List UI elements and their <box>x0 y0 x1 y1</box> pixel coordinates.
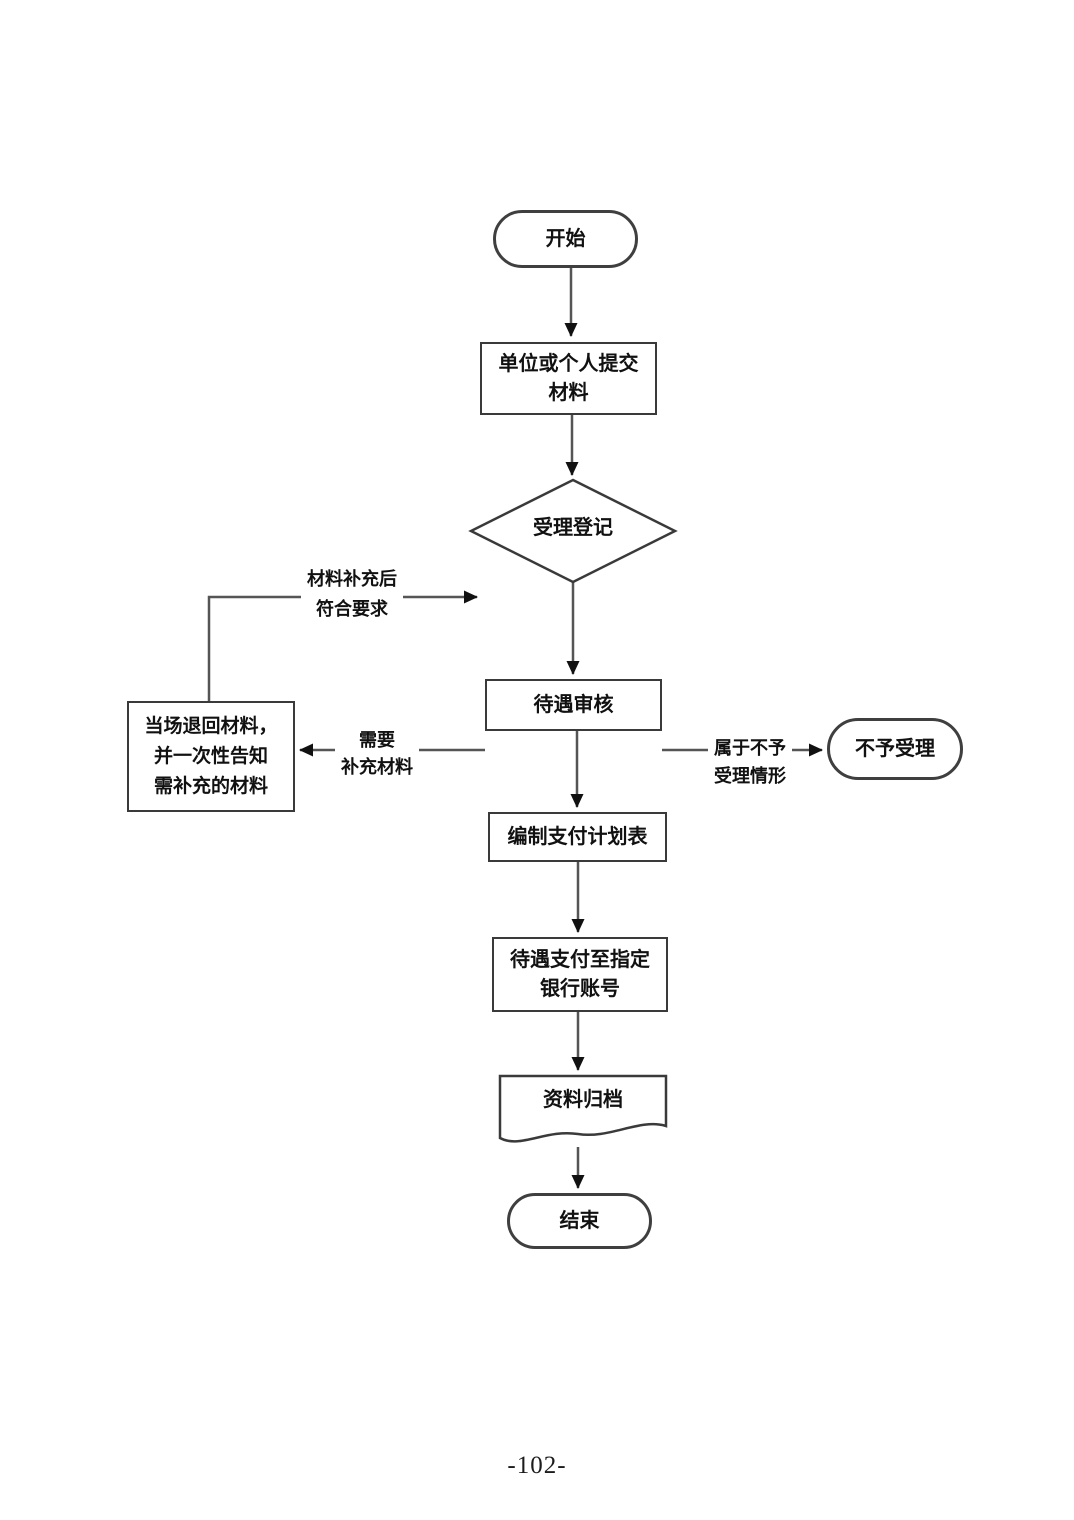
archive-document-shape <box>498 1074 668 1143</box>
flow-node-plan: 编制支付计划表 <box>488 812 667 862</box>
page-number: -102- <box>507 1452 567 1479</box>
archive-label: 资料归档 <box>543 1088 623 1111</box>
edge-label-resubmit: 材料补充后 符合要求 <box>301 563 403 625</box>
start-label: 开始 <box>545 227 586 250</box>
edge-label-resubmit-line1: 材料补充后 <box>307 569 397 589</box>
return-label-line2: 并一次性告知 <box>153 745 268 767</box>
reject-label: 不予受理 <box>855 737 935 760</box>
flow-node-archive: 资料归档 <box>499 1080 667 1120</box>
return-label-line1: 当场退回材料， <box>144 715 278 737</box>
flow-node-end: 结束 <box>507 1193 652 1249</box>
edge-label-not-accept-line1: 属于不予 <box>714 738 786 758</box>
edge-label-need-line2: 补充材料 <box>341 757 413 777</box>
flow-node-submit: 单位或个人提交 材料 <box>480 342 657 415</box>
decision-label: 受理登记 <box>533 516 613 539</box>
flow-node-decision: 受理登记 <box>471 482 675 574</box>
review-label: 待遇审核 <box>533 693 614 716</box>
flow-node-reject: 不予受理 <box>827 718 963 780</box>
pay-label-line1: 待遇支付至指定 <box>510 948 650 971</box>
flow-node-start: 开始 <box>493 210 638 268</box>
edge-label-not-accept: 属于不予 受理情形 <box>708 733 792 791</box>
plan-label: 编制支付计划表 <box>507 825 648 848</box>
end-label: 结束 <box>559 1209 600 1232</box>
pay-label-line2: 银行账号 <box>540 977 620 1000</box>
edge-label-not-accept-line2: 受理情形 <box>714 766 786 786</box>
flow-node-pay: 待遇支付至指定 银行账号 <box>492 937 668 1012</box>
flow-node-return-materials: 当场退回材料， 并一次性告知 需补充的材料 <box>127 701 295 812</box>
submit-label-line2: 材料 <box>548 381 589 404</box>
edge-label-need-line1: 需要 <box>359 730 395 750</box>
flow-node-review: 待遇审核 <box>485 679 662 731</box>
decision-diamond-shape <box>468 478 678 584</box>
return-label-line3: 需补充的材料 <box>153 775 268 797</box>
submit-label-line1: 单位或个人提交 <box>498 352 639 375</box>
edge-label-resubmit-line2: 符合要求 <box>316 599 388 619</box>
edge-label-need-supplement: 需要 补充材料 <box>335 726 419 782</box>
